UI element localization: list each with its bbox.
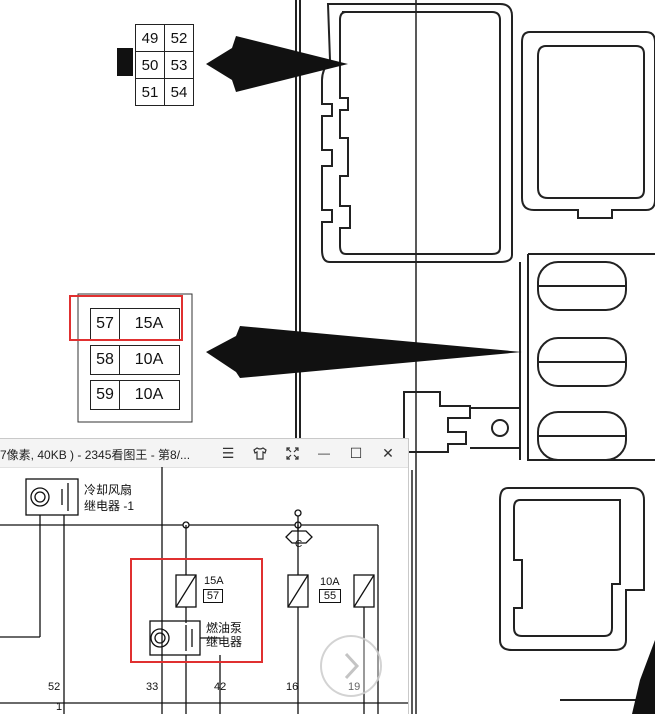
pin-number-16: 16 <box>286 681 299 693</box>
connector-pin-50: 50 <box>135 51 165 79</box>
connector-latch <box>117 48 133 76</box>
connector-pin-51: 51 <box>135 78 165 106</box>
cooling-fan-relay-label-2: 继电器 -1 <box>84 499 135 513</box>
image-viewer-window[interactable]: 7像素, 40KB ) - 2345看图王 - 第8/... ☰ — ☐ ✕ <box>0 438 409 714</box>
menu-icon[interactable]: ☰ <box>221 444 235 461</box>
chevron-right-icon <box>344 652 360 680</box>
highlight-fuel-pump-circuit <box>130 558 263 663</box>
right-fuse-amperage: 10A <box>320 576 340 588</box>
fuse-row-59: 59 10A <box>90 380 180 410</box>
connector-pin-54: 54 <box>164 78 194 106</box>
schematic-drawing <box>0 467 408 714</box>
right-fuse-number: 55 <box>319 589 341 603</box>
pin-number-42: 42 <box>214 681 227 693</box>
fuse-amperage: 10A <box>134 386 164 403</box>
maximize-button[interactable]: ☐ <box>349 444 363 461</box>
fuse-number: 57 <box>91 309 120 339</box>
connector-pin-53: 53 <box>164 51 194 79</box>
viewer-titlebar[interactable]: 7像素, 40KB ) - 2345看图王 - 第8/... ☰ — ☐ ✕ <box>0 439 408 468</box>
arrow-middle <box>206 326 522 378</box>
arrow-upper <box>206 36 348 92</box>
connector-c-label: C <box>295 539 303 550</box>
highlight-fuse-57 <box>69 295 183 341</box>
arrow-lower <box>632 640 655 714</box>
fuel-pump-fuse-amperage: 15A <box>204 575 224 587</box>
cooling-fan-relay-label-1: 冷却风扇 <box>84 483 133 497</box>
fuse-amperage: 10A <box>134 351 164 368</box>
skin-icon[interactable] <box>250 443 270 463</box>
connector-pin-49: 49 <box>135 24 165 52</box>
viewer-title: 7像素, 40KB ) - 2345看图王 - 第8/... <box>0 448 191 462</box>
fuel-pump-fuse-number: 57 <box>203 589 223 603</box>
fuse-amperage: 15A <box>134 315 164 332</box>
fuel-pump-relay-label-1: 燃油泵 <box>206 621 243 635</box>
pin-number-33: 33 <box>146 681 159 693</box>
fullscreen-icon[interactable] <box>282 443 302 463</box>
connector-pin-52: 52 <box>164 24 194 52</box>
fuse-number: 58 <box>91 346 120 374</box>
minimize-button[interactable]: — <box>318 446 330 460</box>
fuse-number: 59 <box>91 381 120 409</box>
connector-block: 49 52 50 53 51 54 <box>117 22 195 106</box>
fuse-row-58: 58 10A <box>90 345 180 375</box>
close-button[interactable]: ✕ <box>382 444 394 461</box>
next-image-button[interactable] <box>320 635 382 697</box>
pin-number-52: 52 <box>48 681 61 693</box>
pin-number-1: 1 <box>56 701 63 713</box>
fuse-row-57: 57 15A <box>90 308 180 340</box>
fuel-pump-relay-label-2: 继电器 <box>206 635 243 649</box>
